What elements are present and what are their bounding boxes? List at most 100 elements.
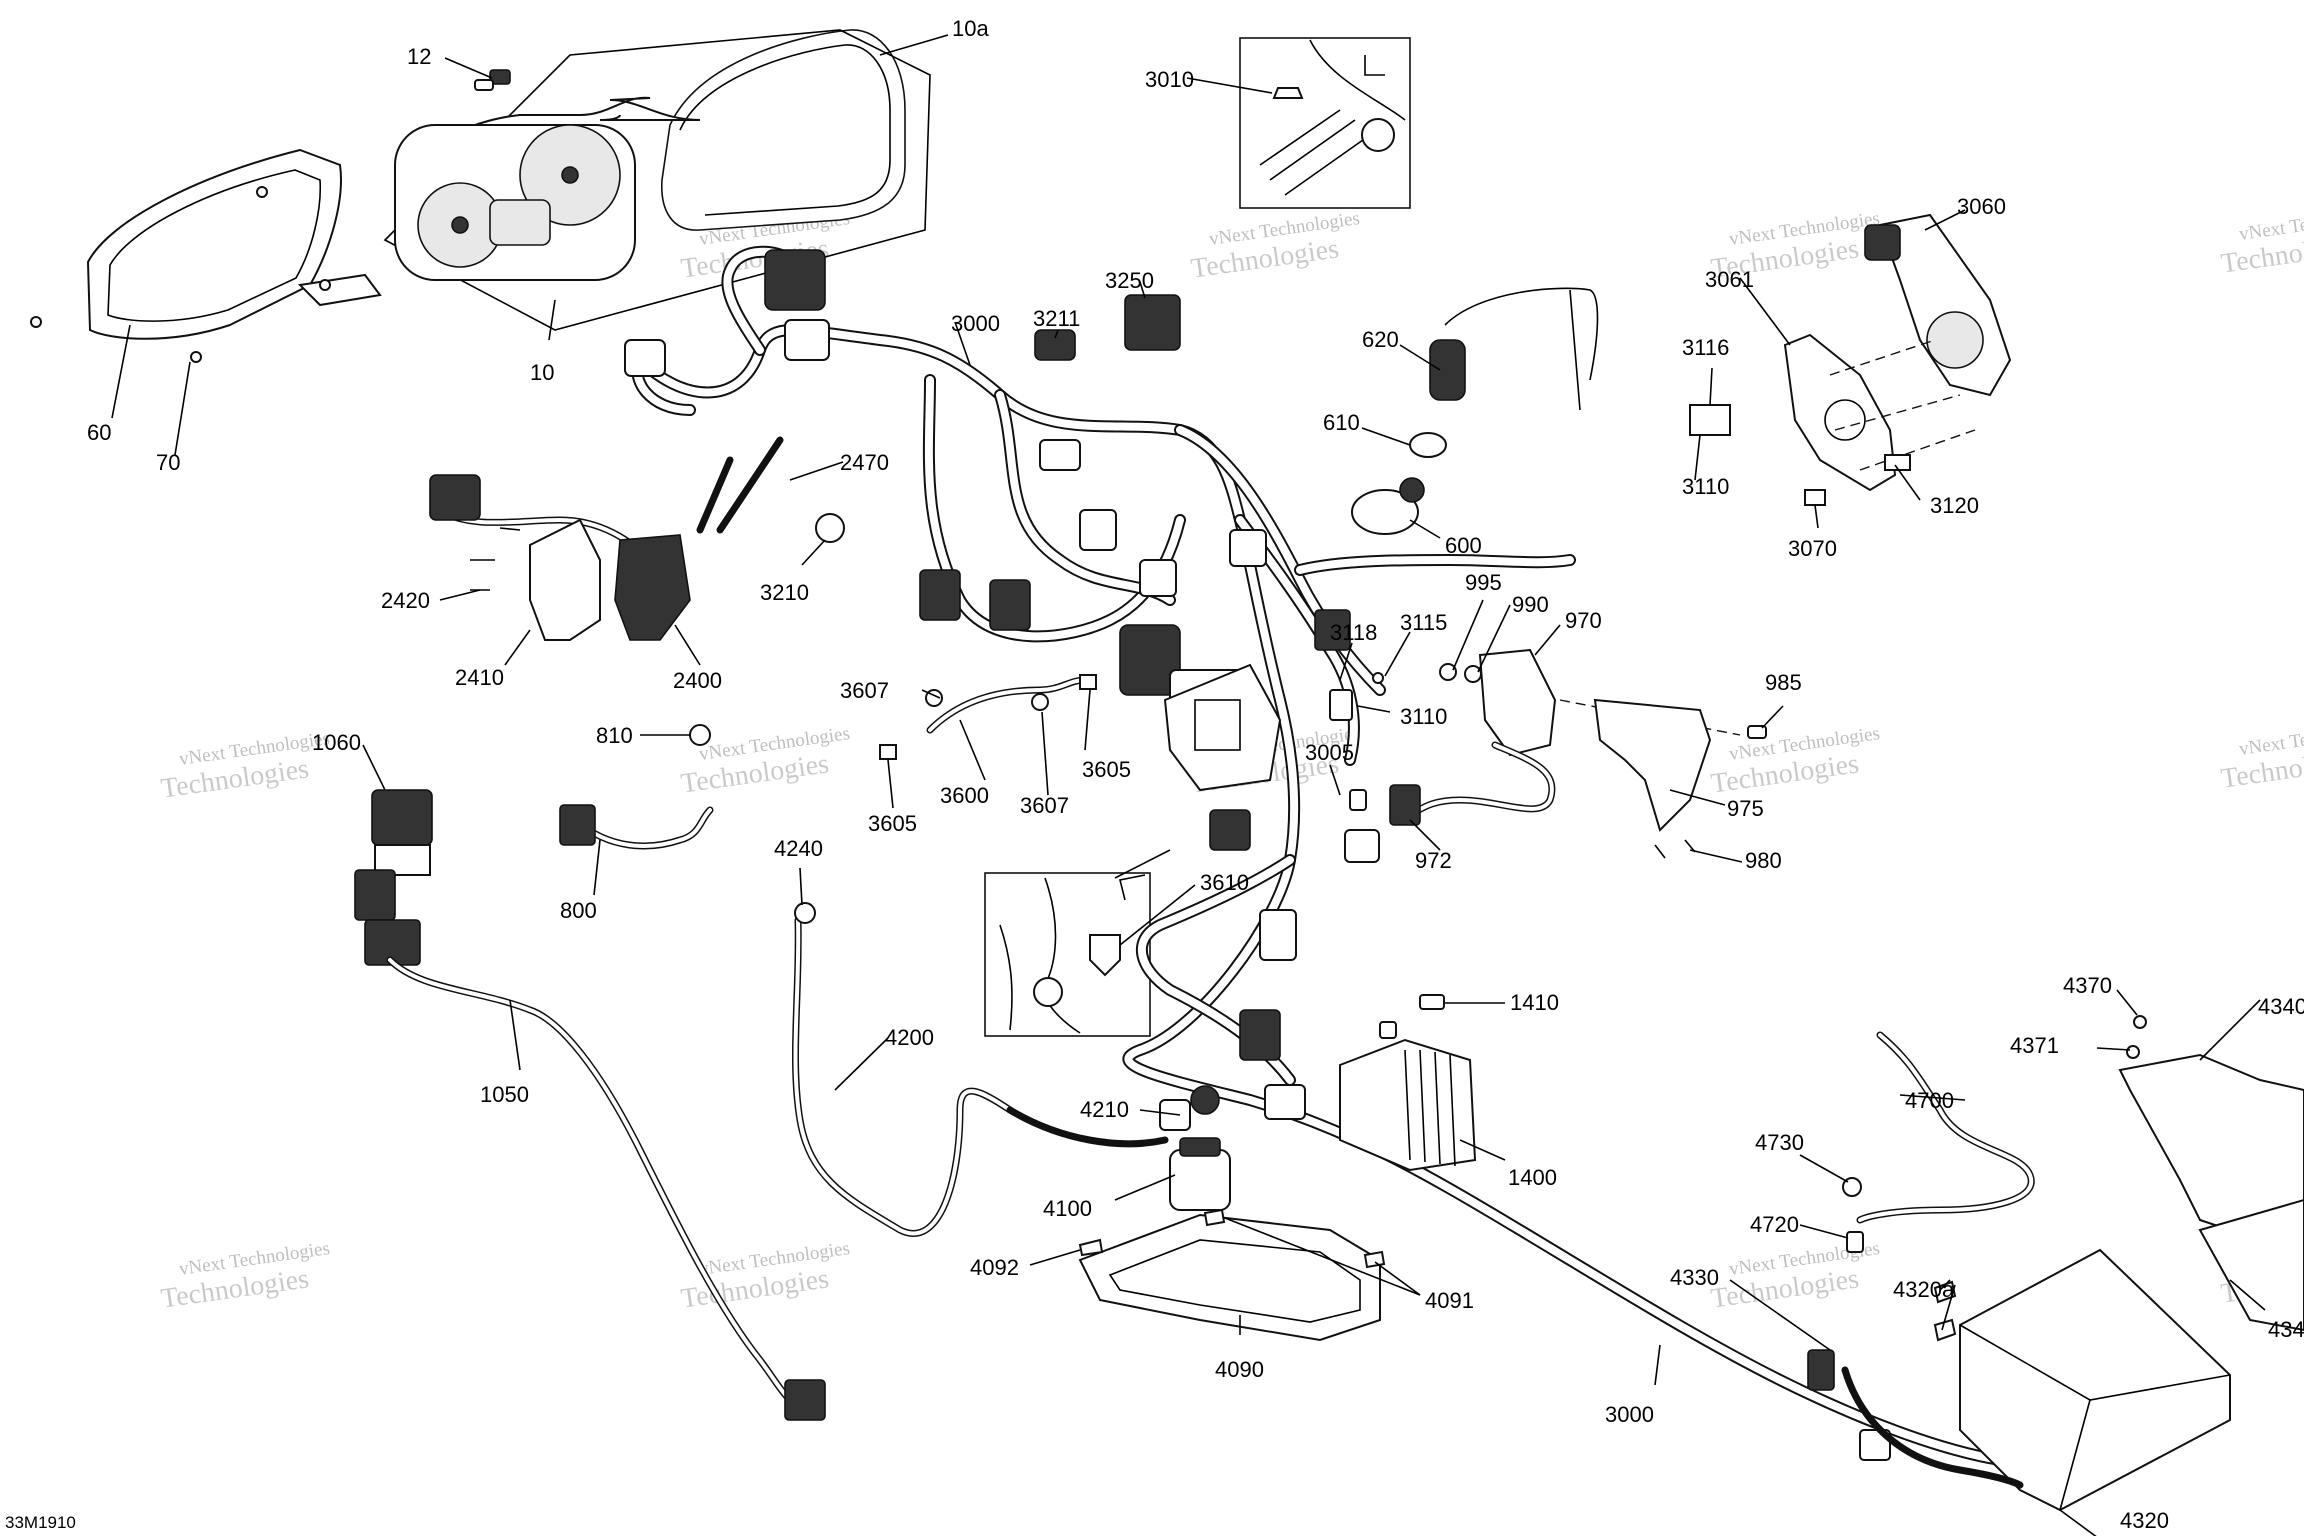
callout-label: 980: [1745, 848, 1782, 873]
switch-housing-2400: [614, 534, 691, 641]
callout-label: 3010: [1145, 67, 1194, 92]
bracket-4090-inner: [1108, 1239, 1361, 1323]
handlebar-switches: [429, 436, 845, 641]
regulator-fins: [1404, 1049, 1456, 1167]
callout-label: 3120: [1930, 493, 1979, 518]
callout-label: 620: [1362, 327, 1399, 352]
sensor-3110b: [1329, 689, 1353, 721]
wire-4240: [791, 916, 1014, 1237]
sensor-3211: [1034, 329, 1076, 361]
rivet-4091: [1203, 1208, 1226, 1227]
callout-label: 800: [560, 898, 597, 923]
callout-label: 3110: [1400, 704, 1447, 729]
callout-label: 3610: [1200, 870, 1249, 895]
nut-995: [1439, 663, 1457, 681]
harness-branch: [1138, 856, 1294, 1084]
harness-connector: [1344, 829, 1380, 863]
sensor-3110: [1689, 404, 1731, 436]
callout-label: 972: [1415, 848, 1452, 873]
callout-label: 4340: [2258, 994, 2304, 1019]
screw-2420: [470, 527, 521, 591]
callout-label: 3061: [1705, 267, 1754, 292]
bolt-3070: [1804, 489, 1826, 506]
bolt-3605: [879, 744, 897, 760]
harness-connector: [1239, 1009, 1281, 1061]
module-970-wire: [1408, 743, 1554, 817]
connector-800: [559, 804, 596, 846]
callout-label: 2420: [381, 588, 430, 613]
switch-1060: [371, 789, 433, 846]
harness-connector: [1139, 559, 1177, 597]
module-970: [1478, 648, 1557, 757]
cluster-lens-inner: [679, 44, 891, 216]
module-window: [1194, 699, 1241, 751]
bracket-hole: [1824, 399, 1866, 441]
callout-label: 2400: [673, 668, 722, 693]
callout-label: 1060: [312, 730, 361, 755]
callout-label: 995: [1465, 570, 1502, 595]
harness-connector: [1039, 439, 1081, 471]
callout-label: 4700: [1905, 1088, 1954, 1113]
harness-connector: [1229, 529, 1267, 567]
bracket-4090: [1078, 1213, 1381, 1342]
callout-label: 4091: [1425, 1288, 1474, 1313]
harness-connector: [1209, 809, 1251, 851]
callout-label: 975: [1727, 796, 1764, 821]
screw-4370: [2133, 1015, 2147, 1029]
diagram-code: 33M1910: [5, 1513, 76, 1532]
callout-label: 12: [407, 44, 431, 69]
left-harness: [354, 789, 826, 1421]
harness-800: [573, 808, 712, 848]
callout-label: 3005: [1305, 740, 1354, 765]
harness-connector: [1859, 1429, 1891, 1461]
cable-4700: [1858, 1033, 2034, 1222]
callout-label: 3605: [1082, 757, 1131, 782]
connector-972: [1389, 784, 1421, 826]
screw-icon: [256, 186, 268, 198]
assembly-line: [1559, 699, 1741, 736]
callout-label: 70: [156, 450, 180, 475]
harness-connector: [624, 339, 666, 377]
ground-cable-3600: [928, 678, 1087, 732]
screw-985: [1747, 725, 1767, 739]
bulb: [474, 79, 494, 91]
battery-terminal: [1807, 1349, 1835, 1391]
cable-4700: [1856, 1031, 2035, 1224]
watermark: vNext Technologies Technologies: [2219, 718, 2304, 795]
boot-4210: [1190, 1085, 1220, 1115]
callout-label: 10: [530, 360, 554, 385]
watermark: vNext Technologies Technologies: [1709, 723, 1881, 800]
solenoid-4100: [1169, 1149, 1231, 1211]
screw-1410b: [1379, 1021, 1397, 1039]
connector-2470: [429, 474, 481, 521]
callout-label: 990: [1512, 592, 1549, 617]
detail-panel: [999, 924, 1013, 1031]
leader-lines: [111, 34, 2266, 1536]
screw-1410: [1419, 994, 1445, 1010]
callout-label: 4210: [1080, 1097, 1129, 1122]
dess-key-lanyard: [1444, 287, 1599, 411]
harness-1050: [386, 956, 794, 1404]
throttle-sensor-3210: [815, 513, 845, 543]
callout-label: 3250: [1105, 268, 1154, 293]
bolt-4720: [1846, 1231, 1864, 1253]
callout-label: 810: [596, 723, 633, 748]
bracket-3061: [1783, 333, 1897, 492]
callout-label: 4320a: [1893, 1277, 1955, 1302]
harness-connector: [1259, 909, 1297, 961]
callout-label: 3210: [760, 580, 809, 605]
callout-label: 60: [87, 420, 111, 445]
central-cables: [559, 674, 1169, 1237]
bolt-3605: [1079, 674, 1097, 690]
module-3005: [1163, 663, 1282, 792]
connector-1050: [354, 869, 396, 921]
callout-label: 600: [1445, 533, 1482, 558]
harness-branch: [1296, 556, 1574, 574]
cluster-bezel: [86, 148, 342, 340]
callout-label: 3070: [1788, 536, 1837, 561]
screw-3005: [1349, 789, 1367, 811]
callout-label: 4320: [2120, 1508, 2169, 1533]
ring-terminal: [1033, 977, 1063, 1007]
bolt-3120: [1884, 454, 1911, 471]
